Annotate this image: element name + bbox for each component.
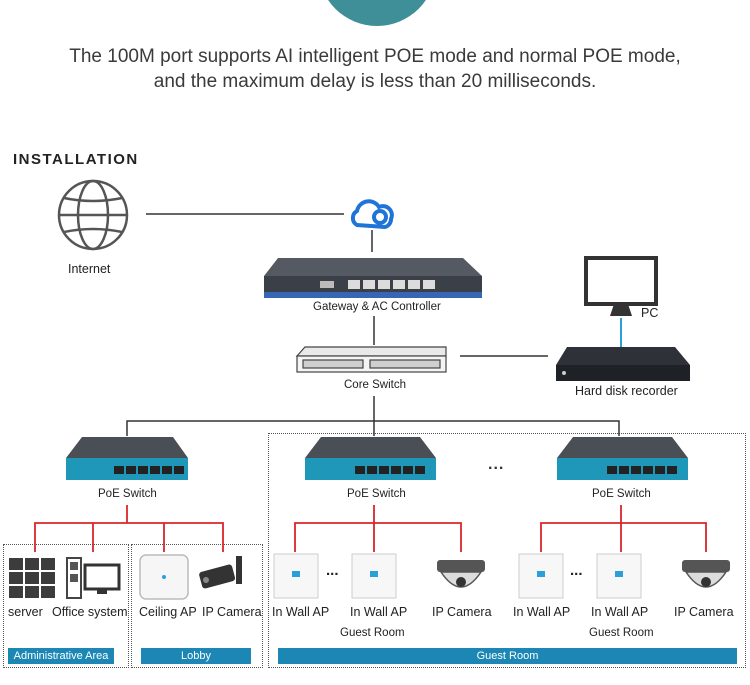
intro-line-1: The 100M port supports AI intelligent PO… — [69, 46, 681, 67]
poe-switch-1-device — [66, 437, 188, 480]
lobby-area-bar: Lobby — [141, 648, 251, 664]
switch-ellipsis: ... — [488, 456, 505, 473]
office-system-label: Office system — [52, 605, 128, 619]
ip-camera-3-label: IP Camera — [674, 605, 734, 619]
intro-text: The 100M port supports AI intelligent PO… — [0, 44, 750, 94]
in-wall-ap-3-icon — [518, 553, 564, 599]
server-label: server — [8, 605, 43, 619]
intro-line-2: and the maximum delay is less than 20 mi… — [153, 71, 597, 92]
section-title: INSTALLATION — [13, 151, 139, 168]
device-dots-2: ... — [570, 562, 583, 579]
ip-camera-1-label: IP Camera — [202, 605, 262, 619]
guest-area-box — [268, 433, 746, 668]
poe-switch-1-label: PoE Switch — [98, 488, 157, 500]
admin-area-box — [3, 544, 129, 668]
core-switch-label: Core Switch — [344, 379, 406, 391]
gateway-label: Gateway & AC Controller — [313, 301, 441, 313]
pc-label: PC — [641, 306, 659, 320]
in-wall-ap-2-icon — [351, 553, 397, 599]
recorder-device — [556, 347, 690, 381]
gateway-device — [264, 258, 482, 298]
in-wall-ap-4-label: In Wall AP — [591, 605, 649, 619]
ceiling-ap-label: Ceiling AP — [139, 605, 197, 619]
poe-switch-3-label: PoE Switch — [592, 488, 651, 500]
core-switch-device — [295, 346, 447, 373]
poe-switch-2-label: PoE Switch — [347, 488, 406, 500]
poe-switch-2-device — [305, 437, 436, 480]
admin-area-bar: Administrative Area — [8, 648, 114, 664]
ceiling-ap-icon — [139, 554, 189, 600]
internet-label: Internet — [68, 262, 111, 276]
ip-camera-3-icon — [682, 560, 730, 588]
device-dots-1: ... — [326, 562, 339, 579]
in-wall-ap-2-label: In Wall AP — [350, 605, 408, 619]
lobby-area-box — [131, 544, 263, 668]
cloud-icon — [350, 199, 394, 230]
pc-icon — [584, 256, 658, 316]
in-wall-ap-3-label: In Wall AP — [513, 605, 571, 619]
guest-room-area-bar: Guest Room — [278, 648, 737, 664]
ip-camera-2-icon — [437, 560, 485, 588]
guest-room-2-label: Guest Room — [589, 627, 654, 639]
server-icon — [9, 558, 55, 598]
ip-camera-2-label: IP Camera — [432, 605, 492, 619]
in-wall-ap-1-label: In Wall AP — [272, 605, 330, 619]
recorder-label: Hard disk recorder — [575, 384, 678, 398]
poe-switch-3-device — [557, 437, 688, 480]
in-wall-ap-1-icon — [273, 553, 319, 599]
ip-camera-1-icon — [199, 556, 242, 589]
globe-icon — [57, 179, 129, 251]
office-system-icon — [66, 557, 121, 599]
in-wall-ap-4-icon — [596, 553, 642, 599]
guest-room-1-label: Guest Room — [340, 627, 405, 639]
